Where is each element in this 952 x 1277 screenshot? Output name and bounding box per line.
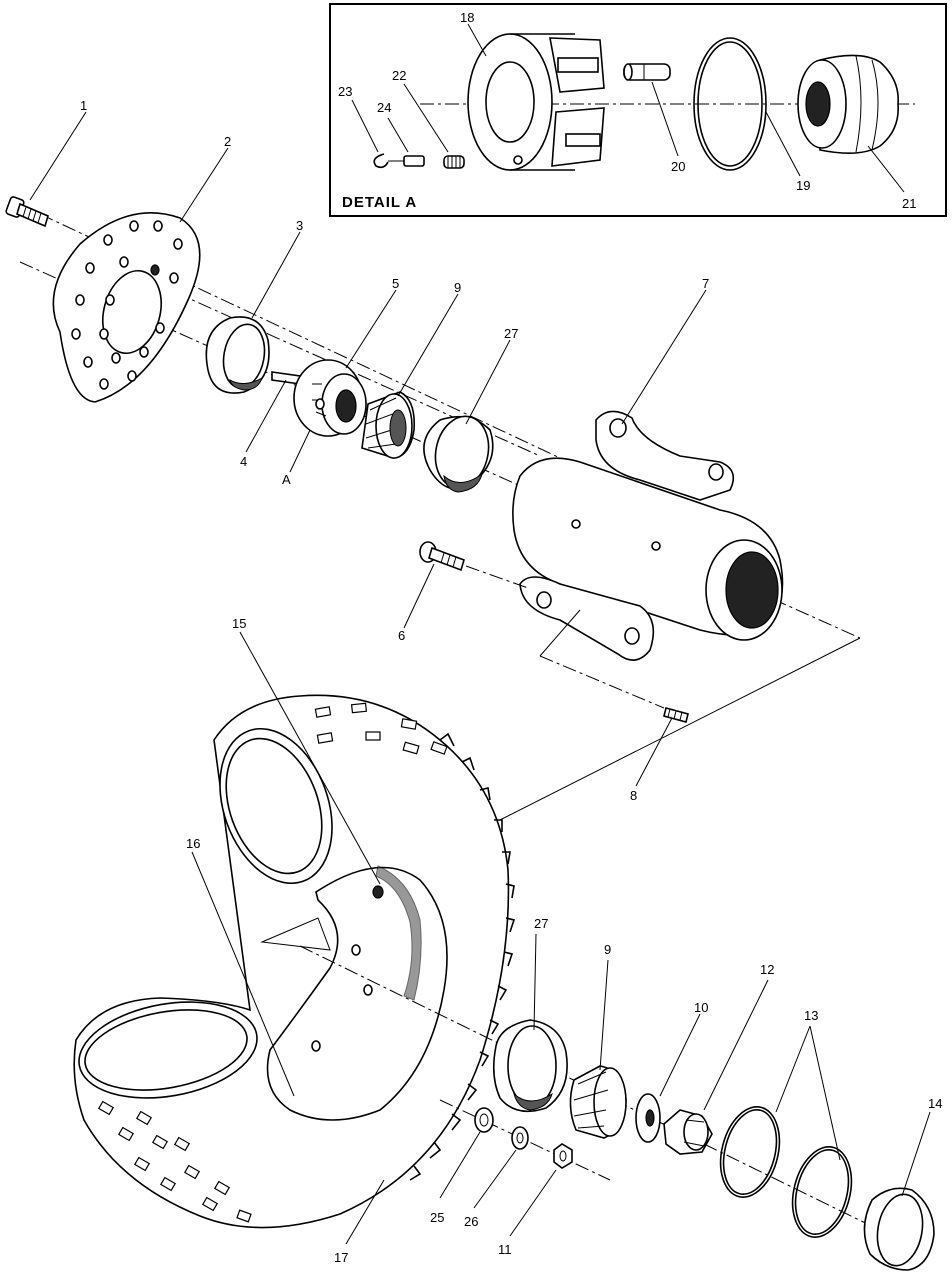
washer-part-10 [635, 1093, 661, 1143]
callout-labels: 1 2 3 4 A 5 9 27 7 6 8 15 16 27 9 10 12 … [80, 98, 942, 1265]
callout-19: 19 [796, 178, 810, 193]
callout-7: 7 [702, 276, 709, 291]
callout-14: 14 [928, 1096, 942, 1111]
seal-part-3 [205, 316, 270, 394]
washer-part-25 [474, 1107, 494, 1133]
bearing-part-9-lower [569, 1065, 627, 1139]
callout-23: 23 [338, 84, 352, 99]
clutch-body-part-18 [467, 33, 605, 171]
lock-washer-part-26 [511, 1126, 529, 1150]
callout-26: 26 [464, 1214, 478, 1229]
cap-part-14 [863, 1187, 935, 1271]
clutch-hub-part-5 [293, 359, 367, 437]
detail-a-panel: DETAIL A [329, 3, 947, 217]
shaft-key-part-4 [271, 371, 301, 385]
bearing-race-part-27-lower [492, 1019, 568, 1113]
callout-6: 6 [398, 628, 405, 643]
castle-nut-part-12 [663, 1109, 713, 1155]
brake-disc-part-2 [52, 211, 201, 403]
callout-detail-ref-a: A [282, 472, 291, 487]
callout-9-upper: 9 [454, 280, 461, 295]
o-ring-part-13 [719, 1106, 853, 1238]
callout-24: 24 [377, 100, 391, 115]
knob-part-21 [797, 54, 899, 154]
callout-15: 15 [232, 616, 246, 631]
detail-a-title: DETAIL A [342, 194, 417, 211]
callout-3: 3 [296, 218, 303, 233]
callout-9-lower: 9 [604, 942, 611, 957]
nut-part-11 [553, 1143, 573, 1169]
callout-1: 1 [80, 98, 87, 113]
tire-part-17 [73, 694, 516, 1229]
callout-2: 2 [224, 134, 231, 149]
leader-lines [29, 111, 931, 1245]
callout-22: 22 [392, 68, 406, 83]
callout-21: 21 [902, 196, 916, 211]
callout-27-lower: 27 [534, 916, 548, 931]
bearing-race-part-27-upper [423, 415, 494, 493]
set-screw-part-8 [663, 707, 689, 723]
callout-25: 25 [430, 1210, 444, 1225]
callout-4: 4 [240, 454, 247, 469]
spindle-knuckle-part-7 [512, 410, 784, 661]
callout-13: 13 [804, 1008, 818, 1023]
callout-16: 16 [186, 836, 200, 851]
pin-part-20 [623, 63, 671, 81]
callout-5: 5 [392, 276, 399, 291]
callout-18: 18 [460, 10, 474, 25]
bearing-part-9-upper [361, 391, 416, 459]
o-ring-part-19 [693, 37, 767, 171]
callout-17: 17 [334, 1250, 348, 1265]
plunger-part-24 [388, 155, 425, 167]
bolt-part-1 [5, 196, 49, 228]
retainer-clip-part-23 [373, 153, 389, 169]
callout-12: 12 [760, 962, 774, 977]
bolt-part-6 [419, 541, 465, 572]
callout-10: 10 [694, 1000, 708, 1015]
callout-11: 11 [498, 1242, 512, 1257]
spring-part-22 [443, 155, 465, 169]
callout-20: 20 [671, 159, 685, 174]
rim-part-16 [260, 865, 448, 1121]
callout-27-upper: 27 [504, 326, 518, 341]
callout-8: 8 [630, 788, 637, 803]
